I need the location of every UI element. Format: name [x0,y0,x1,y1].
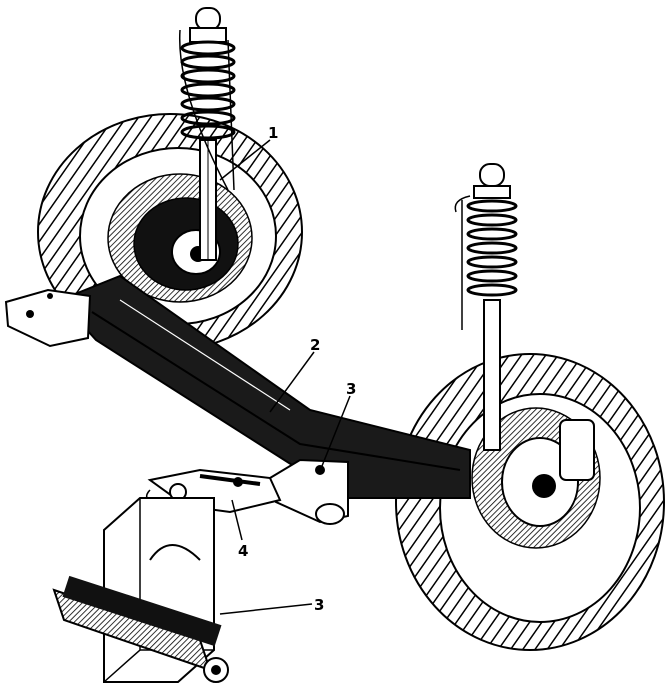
leader-lines [219,139,351,615]
right-wheel [395,353,665,651]
callout-3-bushing: 3 [314,596,324,614]
axle-beam [4,274,471,525]
right-shock-absorber [454,163,518,451]
left-shock-absorber [178,7,236,261]
bushing-inset [52,497,229,683]
callout-4: 4 [238,542,248,560]
callout-3-bracket: 3 [346,380,356,398]
callout-2: 2 [310,336,320,354]
callout-1: 1 [268,124,278,142]
